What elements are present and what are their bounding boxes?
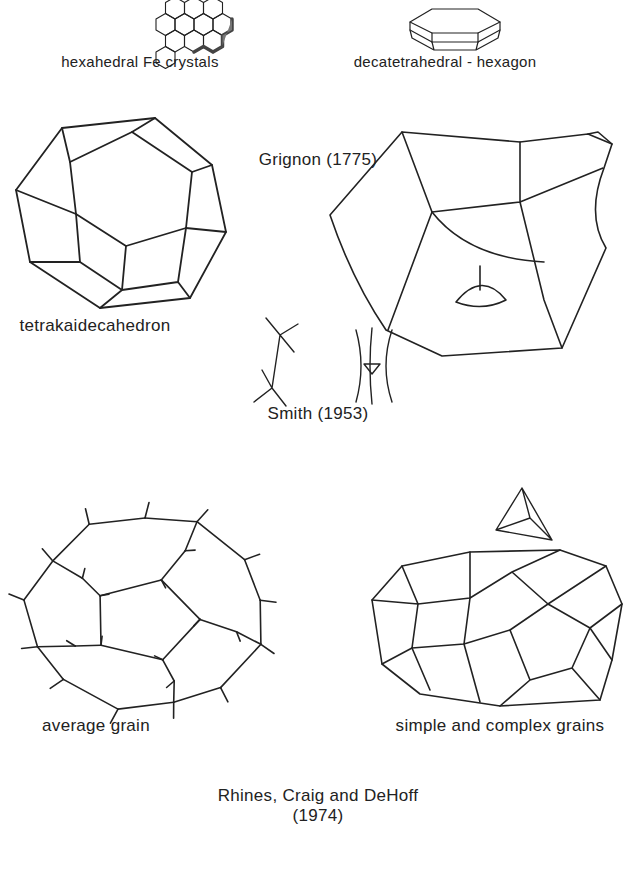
grain-edge	[155, 656, 163, 660]
tetrakaidecahedron	[16, 118, 226, 308]
grain-edge	[99, 596, 102, 645]
grain-edge	[197, 510, 208, 522]
author-credit: Smith (1953)	[268, 404, 369, 424]
figure-caption: simple and complex grains	[396, 716, 605, 736]
grain-edge	[167, 681, 175, 688]
grain-edge	[163, 619, 200, 659]
grain-edge	[245, 560, 261, 601]
grain-edge	[145, 518, 197, 522]
grain-edge	[82, 569, 84, 579]
grain-edge	[100, 580, 161, 596]
grain-edge	[24, 600, 38, 647]
grain-edge	[173, 681, 175, 702]
grain-edge	[67, 641, 76, 646]
smith-junction-sketches	[254, 318, 392, 406]
author-credit: Grignon (1775)	[259, 150, 378, 170]
grain-edge	[22, 647, 38, 649]
figure-caption: tetrakaidecahedron	[20, 316, 171, 336]
grain-edge	[221, 688, 228, 702]
hexagonal-prism	[410, 9, 500, 50]
grain-edge	[200, 619, 237, 631]
grain-edge	[161, 580, 200, 620]
grain-edge	[101, 636, 102, 645]
complex-grains	[372, 550, 622, 706]
grain-edge	[221, 644, 261, 687]
figure-caption: hexahedral Fe crystals	[61, 53, 219, 71]
author-credit: Rhines, Craig and DeHoff (1974)	[202, 786, 434, 827]
grain-edge	[194, 619, 200, 626]
average-grain	[9, 503, 276, 724]
grain-edge	[24, 561, 53, 600]
grain-edge	[53, 561, 83, 578]
grain-edge	[9, 594, 24, 600]
grain-edge	[86, 509, 90, 525]
grain-edge	[50, 679, 63, 688]
figure-caption: average grain	[42, 716, 150, 736]
grain-edge	[38, 647, 64, 680]
grain-edge	[185, 549, 195, 551]
grain-edge	[53, 524, 89, 561]
grain-edge	[185, 522, 197, 551]
grain-edge	[245, 554, 260, 560]
tetrahedron-grain	[496, 488, 552, 540]
grain-edge	[197, 522, 245, 560]
grain-edge	[163, 660, 175, 681]
grain-edge	[63, 679, 118, 709]
grain-edge	[38, 645, 76, 647]
grain-edge	[42, 549, 53, 561]
grain-edge	[161, 580, 165, 588]
grain-edge	[82, 578, 100, 596]
figure-caption: decatetrahedral - hexagon	[354, 53, 537, 71]
grain-edge	[161, 551, 185, 580]
grain-edge	[118, 702, 174, 709]
grain-edge	[89, 518, 145, 524]
grain-edge	[75, 644, 101, 646]
grain-edge	[174, 688, 221, 703]
grain-edge	[237, 632, 261, 645]
grain-edge	[145, 503, 149, 519]
grain-edge	[237, 632, 241, 641]
grain-edge	[101, 645, 163, 660]
grain-edge	[260, 600, 276, 602]
grain-edge	[261, 644, 274, 653]
grain-edge	[100, 594, 109, 596]
grain-edge	[259, 600, 261, 644]
grain-edge	[173, 702, 175, 718]
